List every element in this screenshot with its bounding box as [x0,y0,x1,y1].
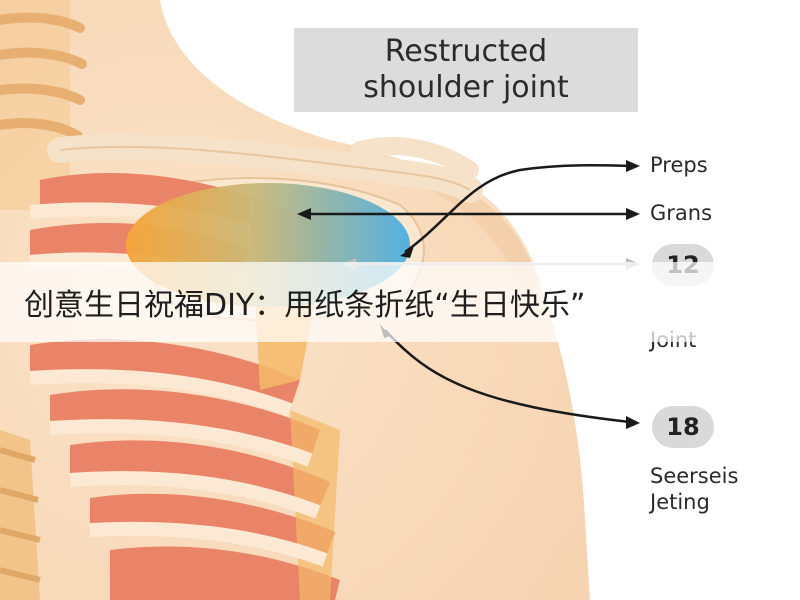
label-seerseis: Seerseis [650,464,739,488]
clavicle [47,133,483,203]
seerseis-arrow [384,329,631,424]
spine [0,0,87,600]
label-preps: Preps [650,153,708,177]
title-line-2: shoulder joint [363,70,569,105]
preps-arrow [404,163,631,254]
diagram-title: Restructed shoulder joint [294,28,638,112]
label-grans: Grans [650,201,713,225]
badge-18: 18 [652,406,714,448]
label-jeting: Jeting [650,490,710,514]
caption-text: 创意生日祝福DIY：用纸条折纸“生日快乐” [24,288,586,323]
title-line-1: Restructed [384,34,548,69]
caption-overlay: 创意生日祝福DIY：用纸条折纸“生日快乐” [0,262,800,342]
